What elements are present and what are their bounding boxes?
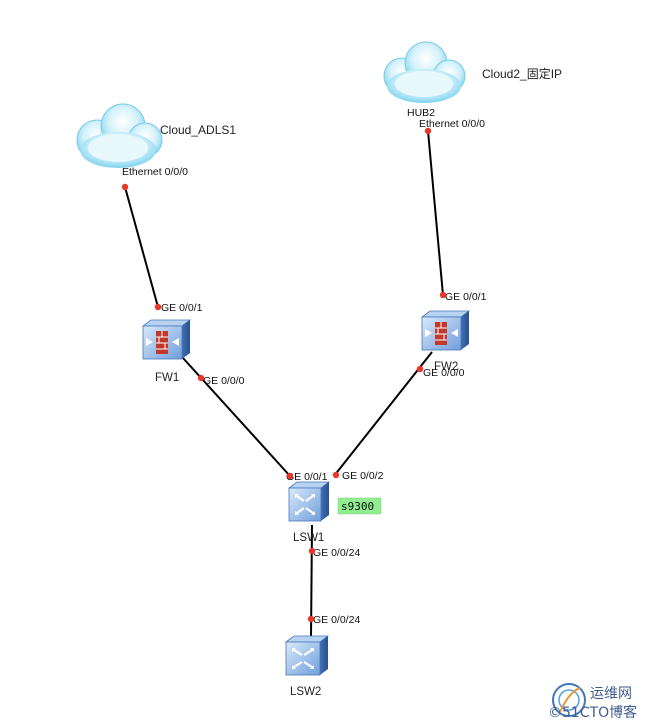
- port-dot: [154, 303, 162, 311]
- fw1-port-down: GE 0/0/0: [203, 375, 245, 387]
- lsw1-port-left: GE 0/0/1: [286, 471, 328, 483]
- lsw1-label: LSW1: [293, 532, 324, 544]
- watermark-title: 运维网: [590, 686, 632, 702]
- lsw1-port-down: GE 0/0/24: [313, 547, 360, 559]
- port-dot: [307, 615, 315, 623]
- fw2-port-down: GE 0/0/0: [423, 367, 465, 379]
- port-dots: [121, 127, 447, 623]
- cloud-2-static-ip[interactable]: Cloud2_固定IP HUB2: [383, 41, 562, 119]
- firewall-fw1[interactable]: FW1: [141, 319, 192, 384]
- link-cloud2-fw2: [427, 130, 444, 296]
- port-dot: [308, 547, 316, 555]
- switch-icon: [284, 635, 330, 676]
- fw2-port-up: GE 0/0/1: [445, 291, 487, 303]
- port-dot: [424, 127, 432, 135]
- cloud2-label: Cloud2_固定IP: [482, 66, 562, 81]
- watermark: 运维网 ©51CTO博客: [548, 683, 637, 721]
- port-dot: [416, 365, 424, 373]
- lsw2-port-up: GE 0/0/24: [313, 614, 360, 626]
- cloud-icon: [76, 103, 163, 168]
- lsw1-model-tag: s9300: [337, 497, 382, 515]
- lsw1-port-right: GE 0/0/2: [342, 470, 384, 482]
- lsw2-label: LSW2: [290, 686, 321, 698]
- cloud-icon: [383, 41, 466, 103]
- cloud-adls1[interactable]: Cloud_ADLS1: [76, 103, 236, 168]
- watermark-logo-icon: [552, 683, 586, 717]
- firewall-icon: [141, 319, 192, 360]
- switch-lsw2[interactable]: LSW2: [284, 635, 330, 698]
- firewall-icon: [420, 310, 471, 351]
- port-dot: [439, 291, 447, 299]
- cloud1-label: Cloud_ADLS1: [160, 123, 236, 137]
- port-dot: [332, 471, 340, 479]
- switch-icon: [287, 481, 331, 522]
- fw2-label: FW2: [434, 361, 458, 373]
- fw1-port-up: GE 0/0/1: [161, 302, 203, 314]
- firewall-fw2[interactable]: FW2: [420, 310, 471, 373]
- fw1-label: FW1: [155, 372, 179, 384]
- watermark-subtitle: ©51CTO博客: [548, 704, 637, 721]
- link-fw2-lsw1: [333, 351, 433, 477]
- port-dot: [286, 472, 294, 480]
- cloud2-hidden-label: HUB2: [407, 107, 435, 119]
- cloud2-port-label: Ethernet 0/0/0: [419, 118, 485, 130]
- link-cloud1-fw1: [124, 186, 159, 308]
- port-dot: [197, 374, 205, 382]
- port-dot: [121, 183, 129, 191]
- cloud1-port-label: Ethernet 0/0/0: [122, 166, 188, 178]
- lsw1-tag-text: s9300: [341, 500, 374, 513]
- switch-lsw1[interactable]: LSW1: [287, 481, 331, 544]
